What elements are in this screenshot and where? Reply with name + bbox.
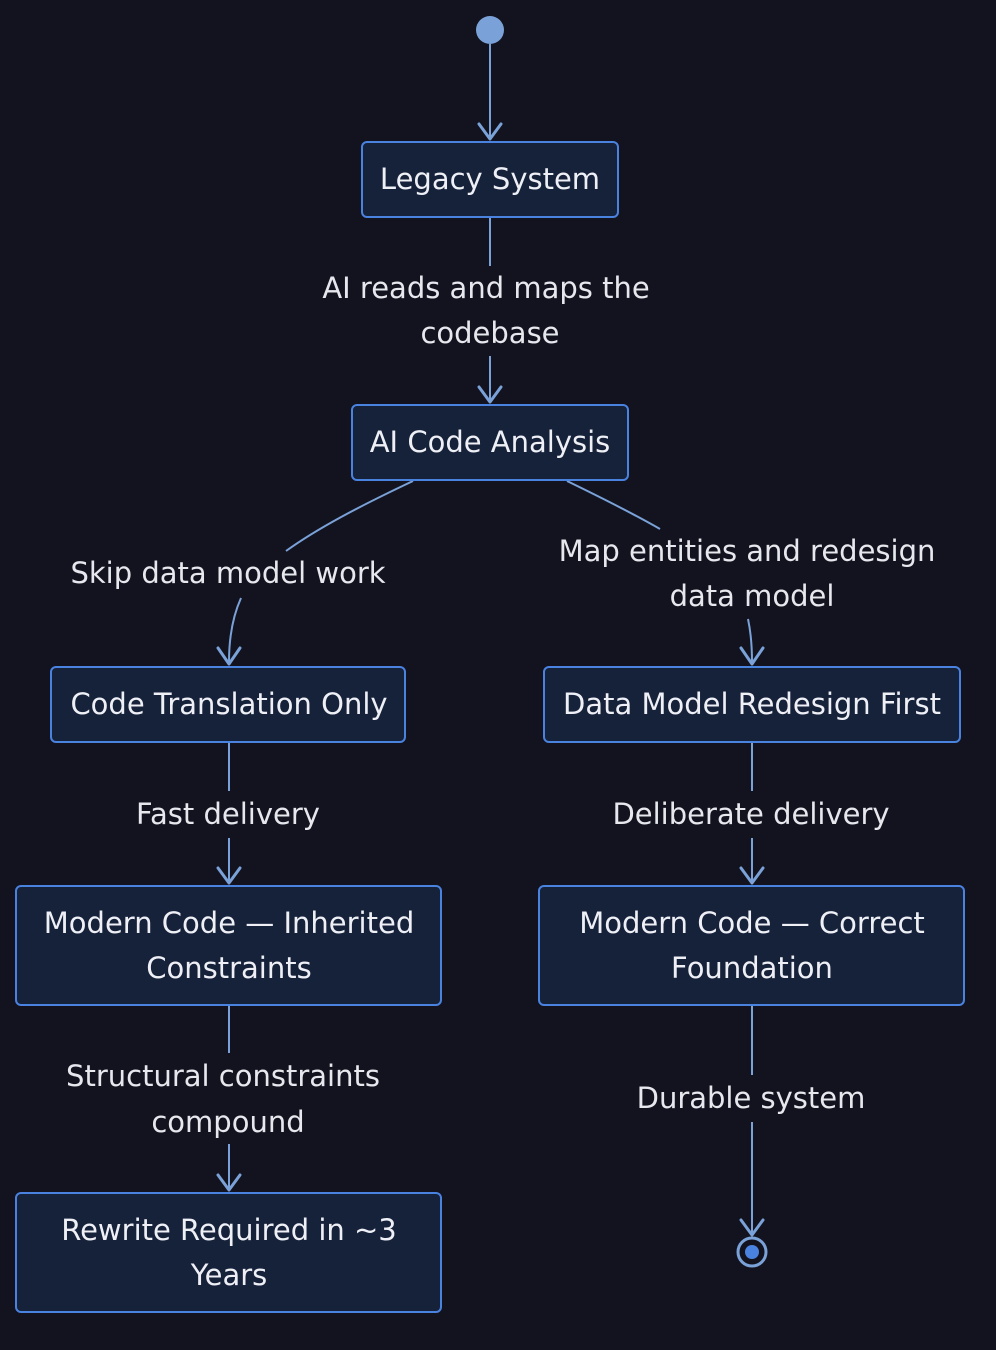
edge-label-skip-data-model: Skip data model work — [70, 556, 385, 590]
edge-analysis-to-translation-arrow — [216, 646, 242, 666]
start-node — [476, 16, 504, 44]
edges — [216, 44, 765, 1237]
node-ai-code-analysis: AI Code Analysis — [351, 404, 629, 481]
edge-label-structural-constraints: Structural constraints compound — [66, 1059, 380, 1139]
edge-label-ai-reads-line2: codebase — [420, 316, 559, 350]
node-modern-code-inherited-line2: Constraints — [146, 951, 311, 985]
edge-correct-to-end-arrow — [739, 1218, 765, 1237]
edge-label-durable-system-text: Durable system — [637, 1081, 866, 1115]
node-legacy-system: Legacy System — [361, 141, 619, 218]
node-data-model-redesign-first: Data Model Redesign First — [543, 666, 961, 743]
edge-redesign-to-correct-arrow — [739, 866, 765, 885]
edge-inherited-to-rewrite-arrow — [216, 1173, 242, 1192]
edge-analysis-to-translation-lower — [228, 597, 242, 663]
edge-label-fast-delivery-text: Fast delivery — [136, 797, 320, 831]
node-rewrite-required-line2: Years — [190, 1258, 268, 1292]
edge-label-deliberate-delivery: Deliberate delivery — [612, 797, 889, 831]
node-modern-code-correct-line2: Foundation — [671, 951, 833, 985]
edge-translation-to-inherited-arrow — [216, 866, 242, 885]
edge-label-deliberate-delivery-text: Deliberate delivery — [612, 797, 889, 831]
edge-label-durable-system: Durable system — [637, 1081, 866, 1115]
edge-label-map-entities: Map entities and redesign data model — [559, 534, 936, 613]
edge-label-structural-constraints-line2: compound — [151, 1105, 304, 1139]
node-modern-code-inherited-line1: Modern Code — Inherited — [44, 906, 414, 940]
edge-label-fast-delivery: Fast delivery — [136, 797, 320, 831]
node-code-translation-only: Code Translation Only — [50, 666, 406, 743]
edge-analysis-to-redesign-upper — [566, 480, 661, 530]
edge-label-structural-constraints-line1: Structural constraints — [66, 1059, 380, 1093]
end-node — [736, 1236, 768, 1268]
edge-label-map-entities-line2: data model — [670, 579, 835, 613]
node-rewrite-required: Rewrite Required in ~3 Years — [15, 1192, 442, 1313]
node-rewrite-required-line1: Rewrite Required in ~3 — [61, 1213, 397, 1247]
edge-label-skip-data-model-text: Skip data model work — [70, 556, 385, 590]
node-ai-code-analysis-label: AI Code Analysis — [370, 425, 611, 459]
edge-label-ai-reads: AI reads and maps the codebase — [322, 271, 649, 350]
edge-legacy-to-analysis-arrow — [477, 385, 503, 404]
node-modern-code-inherited: Modern Code — Inherited Constraints — [15, 885, 442, 1006]
edge-analysis-to-translation-upper — [285, 480, 414, 552]
node-modern-code-correct-line1: Modern Code — Correct — [579, 906, 925, 940]
edge-label-ai-reads-line1: AI reads and maps the — [322, 271, 649, 305]
edge-start-to-legacy-arrow — [477, 122, 503, 141]
node-legacy-system-label: Legacy System — [380, 162, 600, 196]
node-data-model-redesign-first-label: Data Model Redesign First — [563, 687, 941, 721]
node-code-translation-only-label: Code Translation Only — [70, 687, 387, 721]
edge-analysis-to-redesign-lower — [747, 618, 753, 663]
node-modern-code-correct: Modern Code — Correct Foundation — [538, 885, 965, 1006]
edge-analysis-to-redesign-arrow — [739, 646, 765, 666]
edge-label-map-entities-line1: Map entities and redesign — [559, 534, 936, 568]
